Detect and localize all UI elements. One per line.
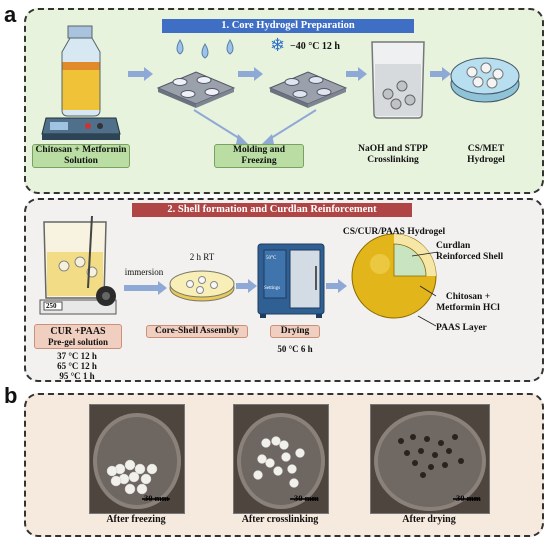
droplet-icon: [176, 39, 234, 59]
caption-after-drying: After drying: [402, 514, 456, 525]
bottle-hotplate-illustration: [41, 25, 121, 140]
beaker-volume-mark: 250: [46, 302, 57, 310]
arrow-3: [346, 67, 367, 81]
label-chitosan-metformin-solution: Chitosan + Metformin Solution: [32, 144, 130, 168]
label-curdlan-shell: Curdlan Reinforced Shell: [436, 241, 504, 262]
label-core-shell-assembly: Core-Shell Assembly: [146, 325, 248, 338]
pregel-title: CUR +PAAS: [50, 326, 106, 337]
sphere-title: CS/CUR/PAAS Hydrogel: [342, 227, 446, 237]
oven-settings-button: Settings: [264, 286, 281, 291]
label-chitosan-metformin-hcl: Chitosan + Metformin HCl: [436, 292, 500, 313]
arrow-to-sphere: [326, 279, 347, 293]
label-cur-paas-pregel: CUR +PAAS Pre-gel solution: [34, 324, 122, 349]
caption-after-freezing: After freezing: [106, 514, 166, 525]
pregel-condition-1: 37 °C 12 h: [57, 351, 97, 361]
drying-condition: 50 °C 6 h: [277, 344, 313, 354]
hydrogel-dish: [450, 57, 520, 103]
crosslinking-beaker: [371, 41, 425, 119]
panel-letter-a: a: [4, 2, 17, 27]
drying-oven: [257, 243, 325, 318]
photo-after-freezing: [89, 404, 185, 514]
label-drying: Drying: [270, 325, 320, 338]
photo-2-image: [234, 405, 328, 513]
photo-1-image: [90, 405, 184, 513]
pregel-beaker: [39, 216, 117, 315]
oven-display: 50°C: [266, 256, 277, 261]
arrow-2: [238, 67, 263, 81]
sphere-leader-lines: [411, 251, 439, 327]
photo-after-drying: [370, 404, 490, 514]
immersion-label: immersion: [124, 267, 164, 277]
panel-letter-b: b: [4, 383, 18, 408]
arrow-to-drying: [236, 279, 257, 293]
label-cs-met-hydrogel: CS/MET Hydrogel: [467, 144, 505, 165]
caption-after-crosslinking: After crosslinking: [241, 514, 319, 525]
pregel-condition-3: 95 °C 1 h: [59, 371, 95, 381]
mold-tray-1: [156, 71, 236, 108]
pregel-condition-2: 65 °C 12 h: [57, 361, 97, 371]
freezing-temperature: −40 °C 12 h: [290, 41, 340, 52]
label-molding-freezing: Molding and Freezing: [214, 144, 304, 168]
molding-arrows: [193, 109, 317, 144]
photo-after-crosslinking: [233, 404, 329, 514]
assembly-dish: [169, 270, 235, 302]
scalebar-3: 30 mm: [456, 493, 481, 503]
arrow-immersion: [124, 281, 167, 295]
rt-label: 2 h RT: [189, 252, 215, 262]
arrow-1: [128, 67, 153, 81]
section1-title: 1. Core Hydrogel Preparation: [162, 19, 414, 33]
pregel-subtitle: Pre-gel solution: [47, 337, 109, 347]
photo-3-image: [371, 405, 489, 513]
label-paas-layer: PAAS Layer: [436, 323, 487, 333]
scalebar-1: 30 mm: [144, 493, 169, 503]
scalebar-2: 30 mm: [294, 493, 319, 503]
core-shell-sphere: [351, 233, 437, 319]
arrow-4: [430, 67, 451, 81]
label-naoh-stpp-crosslinking: NaOH and STPP Crosslinking: [358, 144, 428, 165]
section2-title: 2. Shell formation and Curdlan Reinforce…: [132, 203, 412, 217]
mold-tray-2: [268, 71, 348, 108]
snowflake-icon: ❄: [270, 35, 286, 55]
